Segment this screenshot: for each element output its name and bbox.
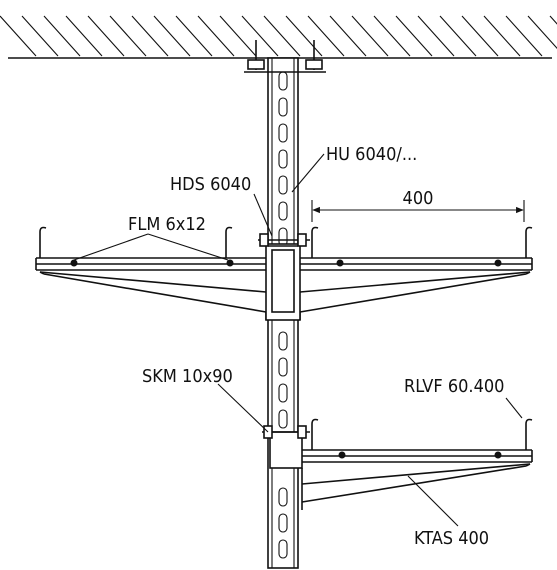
hatch-line: [175, 15, 213, 57]
hatch-line: [549, 15, 557, 25]
label-skm: SKM 10x90: [142, 366, 233, 387]
dimension-label: 400: [403, 188, 434, 209]
channel-slot: [278, 357, 288, 377]
label-rlvf: RLVF 60.400: [404, 376, 504, 397]
channel-slot: [278, 149, 288, 169]
hatch-line: [0, 15, 37, 57]
upper-cantilever-arm: [35, 226, 533, 321]
hatch-line: [351, 15, 389, 57]
hatch-line: [263, 15, 301, 57]
hatch-line: [395, 15, 433, 57]
hatch-line: [373, 15, 411, 57]
hatch-line: [153, 15, 191, 57]
hatch-line: [461, 15, 499, 57]
channel-slot: [278, 123, 288, 143]
hatch-line: [197, 15, 235, 57]
channel-slot: [278, 175, 288, 195]
ceiling-hatching: [0, 15, 557, 57]
channel-slot: [278, 383, 288, 403]
channel-slot: [278, 409, 288, 429]
hatch-line: [483, 15, 521, 57]
lower-cantilever-arm: [262, 418, 533, 510]
hatch-line: [87, 15, 125, 57]
hatch-line: [21, 15, 59, 57]
hatch-line: [285, 15, 323, 57]
hatch-line: [241, 15, 279, 57]
hatch-line: [527, 15, 557, 50]
ceiling: [0, 15, 557, 59]
label-hu: HU 6040/...: [326, 144, 417, 165]
channel-slot: [278, 97, 288, 117]
hatch-line: [219, 15, 257, 57]
hatch-line: [65, 15, 103, 57]
channel-slot: [278, 539, 288, 559]
dimension-400: 400: [311, 188, 525, 222]
label-hds: HDS 6040: [170, 174, 251, 195]
hatch-line: [43, 15, 81, 57]
channel-slot: [278, 201, 288, 221]
channel-slot: [278, 513, 288, 533]
hatch-line: [417, 15, 455, 57]
leader-lines: [73, 153, 523, 527]
label-flm: FLM 6x12: [128, 214, 206, 235]
hatch-line: [131, 15, 169, 57]
channel-slot: [278, 487, 288, 507]
ceiling-anchors: [244, 40, 326, 73]
hatch-line: [505, 15, 543, 57]
channel-slot: [278, 331, 288, 351]
hatch-line: [307, 15, 345, 57]
hatch-line: [109, 15, 147, 57]
hatch-line: [329, 15, 367, 57]
label-ktas: KTAS 400: [414, 528, 489, 549]
hatch-line: [439, 15, 477, 57]
